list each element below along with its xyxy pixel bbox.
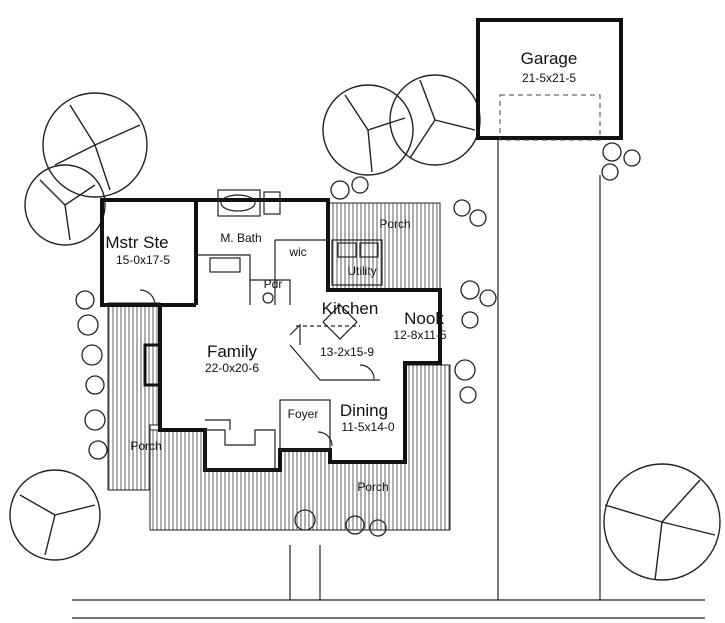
room-label-wic: wic [288, 245, 306, 259]
room-dims-garage: 21-5x21-5 [522, 71, 576, 85]
tree-icon [24, 164, 106, 246]
room-dims-mstr-ste: 15-0x17-5 [116, 253, 170, 267]
tree-icon [389, 74, 481, 166]
room-label-garage: Garage [521, 49, 578, 68]
driveway [72, 140, 705, 619]
room-label-utility: Utility [347, 264, 376, 278]
room-label-dining: Dining [340, 401, 388, 420]
room-label-kitchen: Kitchen [322, 299, 379, 318]
room-label-porch-front: Porch [357, 480, 388, 494]
room-label-family: Family [207, 342, 258, 361]
room-dims-family: 22-0x20-6 [205, 361, 259, 375]
garage: Garage 21-5x21-5 [476, 18, 623, 141]
room-label-foyer: Foyer [288, 407, 319, 421]
porch-rear [327, 202, 441, 290]
tree-icon [42, 92, 148, 198]
tree-icon [603, 463, 721, 581]
tree-icon [9, 469, 101, 561]
room-dims-dining: 11-5x14-0 [341, 420, 394, 434]
room-dims-nook: 12-8x11-5 [393, 328, 446, 342]
house-walls [100, 189, 442, 472]
room-label-pdr: Pdr [264, 277, 283, 291]
room-dims-kitchen: 13-2x15-9 [320, 345, 374, 359]
room-label-m-bath: M. Bath [220, 231, 261, 245]
shrub-cluster [75, 142, 641, 537]
room-label-porch-rear: Porch [379, 217, 410, 231]
room-label-porch-side: Porch [130, 439, 161, 453]
tree-icon [322, 84, 414, 176]
room-label-nook: Nook [404, 309, 444, 328]
room-label-mstr-ste: Mstr Ste [105, 233, 168, 252]
